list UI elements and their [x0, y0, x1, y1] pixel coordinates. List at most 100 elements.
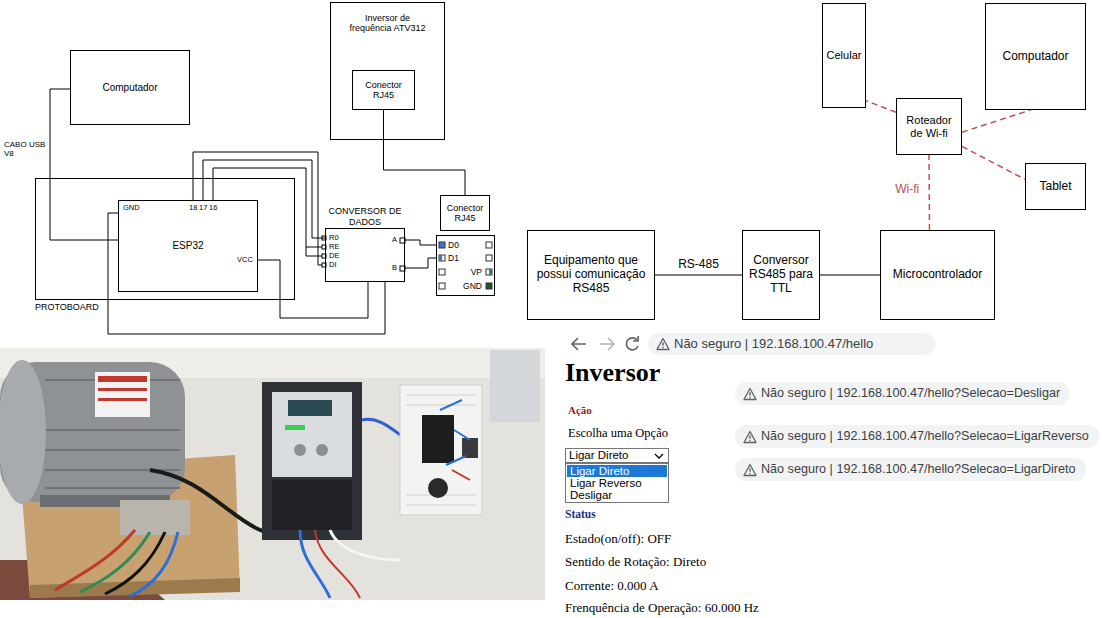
warning-icon — [743, 387, 757, 401]
breadboard-row — [406, 405, 476, 406]
node-label: Computador — [102, 82, 157, 94]
pin-name: A — [392, 236, 397, 244]
bench-photo — [0, 348, 545, 600]
url-bar: Não seguro | 192.168.100.47/hello?Seleca… — [735, 425, 1099, 448]
jumper-wire — [452, 470, 470, 480]
motor-nameplate — [95, 372, 150, 417]
inverter-face — [272, 392, 352, 477]
equipment-box: Equipamento que possui comunicação RS485 — [527, 230, 655, 320]
warning-triangle — [657, 339, 669, 350]
warning-dot — [662, 347, 664, 349]
inverter-plate — [262, 382, 362, 540]
option-item: Desligar — [567, 489, 667, 501]
node-label: Tablet — [1039, 180, 1071, 194]
node-label: Não seguro | 192.168.100.47/hello?Seleca… — [761, 462, 1076, 476]
wire-connector — [405, 258, 436, 268]
nameplate-band — [98, 388, 147, 391]
test-lead — [80, 532, 150, 592]
rj45-pin-block: D0D1VP GND — [436, 235, 495, 296]
wire-connector — [384, 110, 466, 195]
pin-square-half — [489, 269, 492, 275]
pin-square — [439, 283, 445, 289]
cable-label: CABO USB V8 — [4, 140, 48, 158]
cable — [300, 530, 330, 598]
motor-fin — [45, 429, 180, 431]
wire — [306, 247, 323, 256]
dropdown-chevron — [654, 452, 664, 460]
wifi-link — [962, 146, 1025, 179]
edge-label: RS-485 — [676, 258, 721, 272]
wiring-group — [108, 152, 385, 334]
warning-triangle — [744, 431, 756, 442]
breadboard-row — [406, 505, 476, 506]
wire-connector — [655, 275, 742, 276]
node-label: Conector RJ45 — [444, 203, 486, 224]
rs485-module — [462, 438, 478, 458]
url-bar: Não seguro | 192.168.100.47/hello?Seleca… — [735, 382, 1070, 405]
option-item: Ligar Reverso — [567, 477, 667, 489]
jumper-wires — [440, 400, 470, 465]
test-lead — [55, 530, 135, 590]
terminal-box — [120, 500, 190, 535]
device-box: Celular — [822, 3, 866, 108]
page-heading: Inversor — [565, 358, 660, 388]
pin-square-half — [439, 255, 442, 261]
pin-name: 18 — [189, 204, 197, 212]
select-options: Ligar DiretoLigar ReversoDesligar — [565, 463, 669, 503]
browser-icons — [572, 336, 638, 350]
pin-square — [486, 255, 492, 261]
node-label: ESP32 — [172, 240, 203, 252]
pin-name: R0 — [329, 234, 339, 242]
pin-name: B — [392, 264, 397, 272]
esp32-module — [422, 415, 454, 463]
pin-name: GND — [123, 204, 140, 212]
inverter-logo — [285, 425, 305, 430]
potentiometer — [428, 478, 448, 498]
photo-object — [490, 350, 540, 422]
warning-bar — [749, 468, 750, 472]
warning-icon — [743, 430, 757, 444]
form-prompt: Escolha uma Opção — [568, 426, 668, 441]
edge-label: Wi-fi — [893, 183, 921, 197]
node-label: Celular — [827, 49, 862, 62]
motor-end-cap — [0, 360, 46, 504]
node-label: Conector RJ45 — [360, 80, 408, 101]
section-heading: Ação — [568, 403, 592, 417]
motor-fin — [45, 487, 180, 489]
converter-box: Conversor RS485 para TTL — [742, 230, 820, 320]
reload-icon-head — [633, 336, 638, 341]
wifi-link — [962, 110, 1031, 132]
pin-name: DE — [329, 252, 339, 260]
pin-name: GND — [463, 281, 482, 291]
pin-name: 17 — [199, 204, 207, 212]
pin-name: D1 — [448, 253, 459, 263]
inverter-box: Inversor de frequência ATV312Conector RJ… — [330, 2, 445, 140]
pin-square — [439, 255, 445, 261]
wifi-link — [866, 101, 896, 113]
option-item: Ligar Direto — [567, 465, 667, 477]
pin-square — [486, 283, 492, 289]
pin-name: VP — [471, 267, 482, 277]
breadboard — [400, 385, 482, 515]
wifi-link — [928, 155, 930, 230]
pin-name: 16 — [209, 204, 217, 212]
wire-connector — [405, 240, 436, 245]
inverter-display — [288, 400, 332, 416]
node-label: Não seguro | 192.168.100.47/hello?Seleca… — [761, 386, 1060, 400]
warning-icon — [656, 337, 670, 351]
node-label: Inversor de frequência ATV312 — [347, 13, 429, 34]
select-box: Ligar Direto — [565, 448, 669, 463]
test-lead — [105, 532, 165, 594]
reload-icon — [626, 338, 638, 350]
status-line: Estado(on/off): OFF — [565, 531, 671, 546]
pin-name: D0 — [448, 240, 459, 250]
pin-square — [439, 269, 445, 275]
test-lead — [130, 532, 178, 596]
status-line: Corrente: 0.000 A — [565, 578, 659, 593]
rj45-connector-box: Conector RJ45 — [440, 195, 490, 231]
rj45-connector-box: Conector RJ45 — [352, 70, 415, 110]
warning-icon — [743, 463, 757, 477]
node-label: Conversor RS485 para TTL — [746, 254, 816, 295]
motor-fin — [45, 449, 180, 451]
